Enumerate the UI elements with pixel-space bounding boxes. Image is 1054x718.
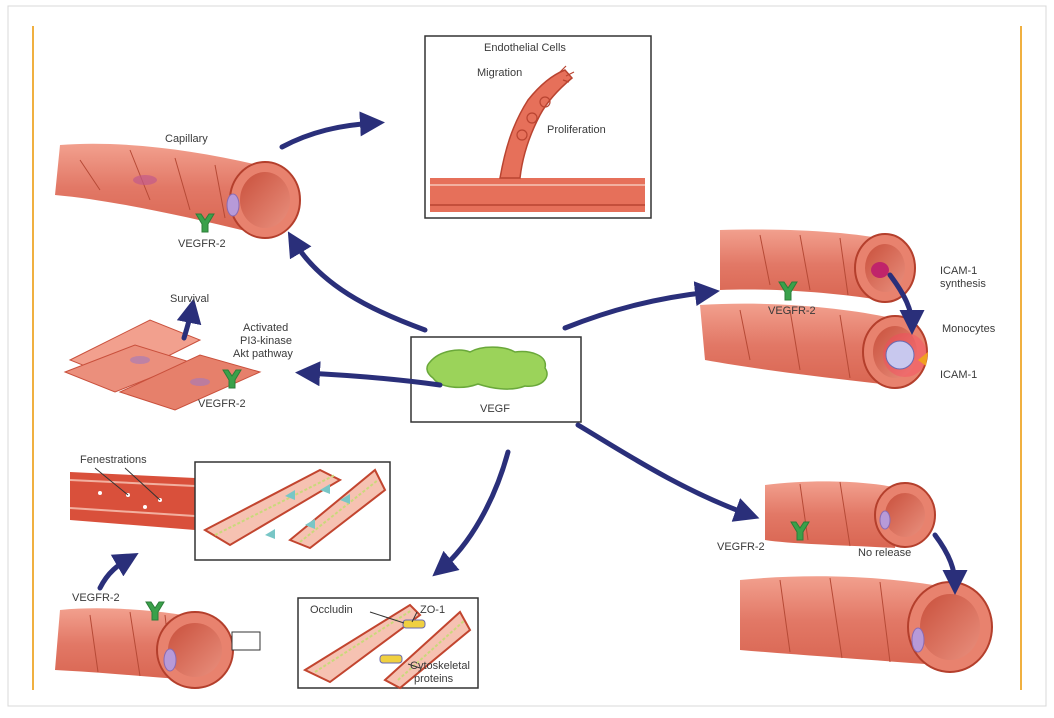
fenestration-vessel <box>70 468 195 530</box>
label-vegfr2: VEGFR-2 <box>198 398 246 411</box>
endothelial-cells-panel <box>425 36 651 218</box>
label-proliferation: Proliferation <box>547 124 606 137</box>
vegf-molecule-icon <box>427 347 547 389</box>
monocyte-icon <box>886 341 914 369</box>
label-no-release: No release <box>858 547 911 560</box>
label-cyto-line2: proteins <box>414 673 453 686</box>
label-fenestrations: Fenestrations <box>80 454 147 467</box>
label-icam1: ICAM-1 <box>940 369 977 382</box>
label-endothelial-cells: Endothelial Cells <box>484 42 566 55</box>
label-cyto-line1: Cytoskeletal <box>410 660 470 673</box>
label-vegfr2: VEGFR-2 <box>768 305 816 318</box>
label-vegfr2: VEGFR-2 <box>178 238 226 251</box>
label-occludin: Occludin <box>310 604 353 617</box>
label-vegfr2: VEGFR-2 <box>717 541 765 554</box>
label-icam-synthesis-line2: synthesis <box>940 278 986 291</box>
label-icam-synthesis-line1: ICAM-1 <box>940 265 977 278</box>
label-pi3k-line1: Activated <box>243 322 288 335</box>
label-vegfr2: VEGFR-2 <box>72 592 120 605</box>
label-survival: Survival <box>170 293 209 306</box>
label-vegf: VEGF <box>480 403 510 416</box>
label-monocytes: Monocytes <box>942 323 995 336</box>
label-zo1: ZO-1 <box>420 604 445 617</box>
label-migration: Migration <box>477 67 522 80</box>
fenestration-detail-panel <box>195 462 390 560</box>
label-pi3k-line2: PI3-kinase <box>240 335 292 348</box>
label-capillary: Capillary <box>165 133 208 146</box>
label-pi3k-line3: Akt pathway <box>233 348 293 361</box>
